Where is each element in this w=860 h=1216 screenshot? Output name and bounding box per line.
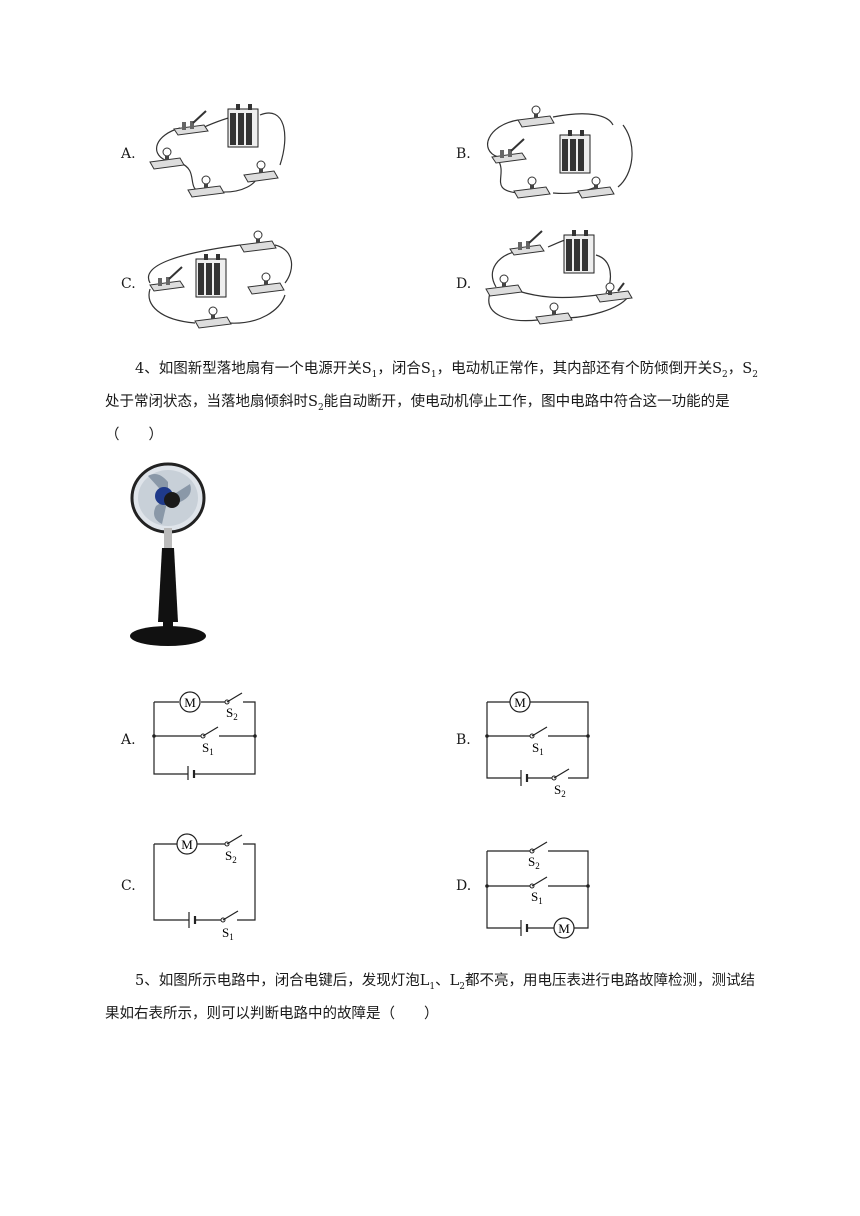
bulb-icon	[187, 175, 225, 198]
q3-option-d-label: D.	[456, 276, 472, 292]
battery-icon	[563, 230, 595, 274]
q4-circuit-b: M S1 S2	[485, 691, 590, 799]
q4-circuit-c: M S2 S1	[153, 833, 256, 942]
battery-icon	[187, 766, 196, 780]
svg-text:M: M	[184, 695, 196, 710]
switch-s1-icon: S1	[200, 726, 219, 757]
switch-s2-icon: S2	[224, 692, 243, 722]
q3-option-b-figure	[487, 105, 633, 199]
q4-option-c-label: C.	[121, 878, 136, 894]
bulb-icon	[239, 230, 277, 253]
battery-icon	[520, 770, 529, 786]
q4-circuit-a: M S2 S1	[152, 691, 257, 780]
svg-text:S2: S2	[554, 782, 566, 799]
q4-option-b-label: B.	[456, 732, 471, 748]
motor-icon: M	[176, 833, 198, 855]
svg-text:M: M	[181, 837, 193, 852]
q4-option-d-label: D.	[456, 878, 472, 894]
bulb-icon	[149, 147, 185, 170]
svg-text:M: M	[514, 695, 526, 710]
switch-icon	[491, 138, 527, 164]
svg-text:S1: S1	[532, 740, 544, 757]
question-5-text: 5、如图所示电路中，闭合电键后，发现灯泡L1、L2都不亮，用电压表进行电路故障检…	[105, 973, 755, 1022]
battery-icon	[195, 254, 227, 298]
q3-option-c-label: C.	[121, 276, 136, 292]
svg-text:S2: S2	[226, 705, 238, 722]
q3-option-b-label: B.	[456, 146, 471, 162]
switch-s2-icon: S2	[224, 834, 243, 865]
q3-option-c-figure	[147, 230, 293, 329]
switch-icon	[149, 266, 185, 292]
motor-icon: M	[509, 691, 531, 713]
question-4-text: 4、如图新型落地扇有一个电源开关S1，闭合S1，电动机正常作，其内部还有个防倾倒…	[105, 361, 758, 443]
switch-s2-icon: S2	[528, 841, 548, 871]
q3-option-a-figure	[149, 104, 286, 198]
bulb-icon	[513, 176, 551, 199]
svg-text:S2: S2	[528, 854, 540, 871]
switch-s1-icon: S1	[529, 876, 548, 906]
q4-circuit-d: S2 S1 M	[485, 841, 590, 939]
bulb-icon	[485, 274, 523, 297]
bulb-icon	[194, 306, 232, 329]
q4-option-a-label: A.	[121, 732, 136, 748]
battery-icon	[227, 104, 259, 148]
switch-s1-icon: S1	[529, 726, 548, 757]
switch-s2-icon: S2	[551, 768, 570, 799]
battery-icon	[559, 130, 591, 174]
bulb-icon	[517, 105, 555, 128]
svg-text:S1: S1	[222, 925, 234, 942]
switch-icon	[173, 110, 209, 136]
floor-fan-image	[130, 462, 206, 646]
q3-option-a-label: A.	[121, 146, 136, 162]
svg-text:S1: S1	[531, 889, 543, 906]
svg-text:M: M	[558, 921, 570, 936]
switch-icon	[509, 230, 545, 256]
battery-icon	[188, 912, 197, 928]
bulb-icon	[577, 176, 615, 199]
motor-icon: M	[553, 917, 575, 939]
switch-s1-icon: S1	[220, 910, 239, 942]
bulb-icon	[243, 160, 279, 183]
svg-text:S2: S2	[225, 848, 237, 865]
svg-text:S1: S1	[202, 740, 214, 757]
motor-icon: M	[179, 691, 201, 713]
bulb-icon	[535, 302, 573, 325]
q3-option-d-figure	[485, 230, 633, 325]
battery-icon	[520, 920, 529, 936]
bulb-icon	[247, 272, 285, 295]
switch-icon	[595, 282, 633, 303]
